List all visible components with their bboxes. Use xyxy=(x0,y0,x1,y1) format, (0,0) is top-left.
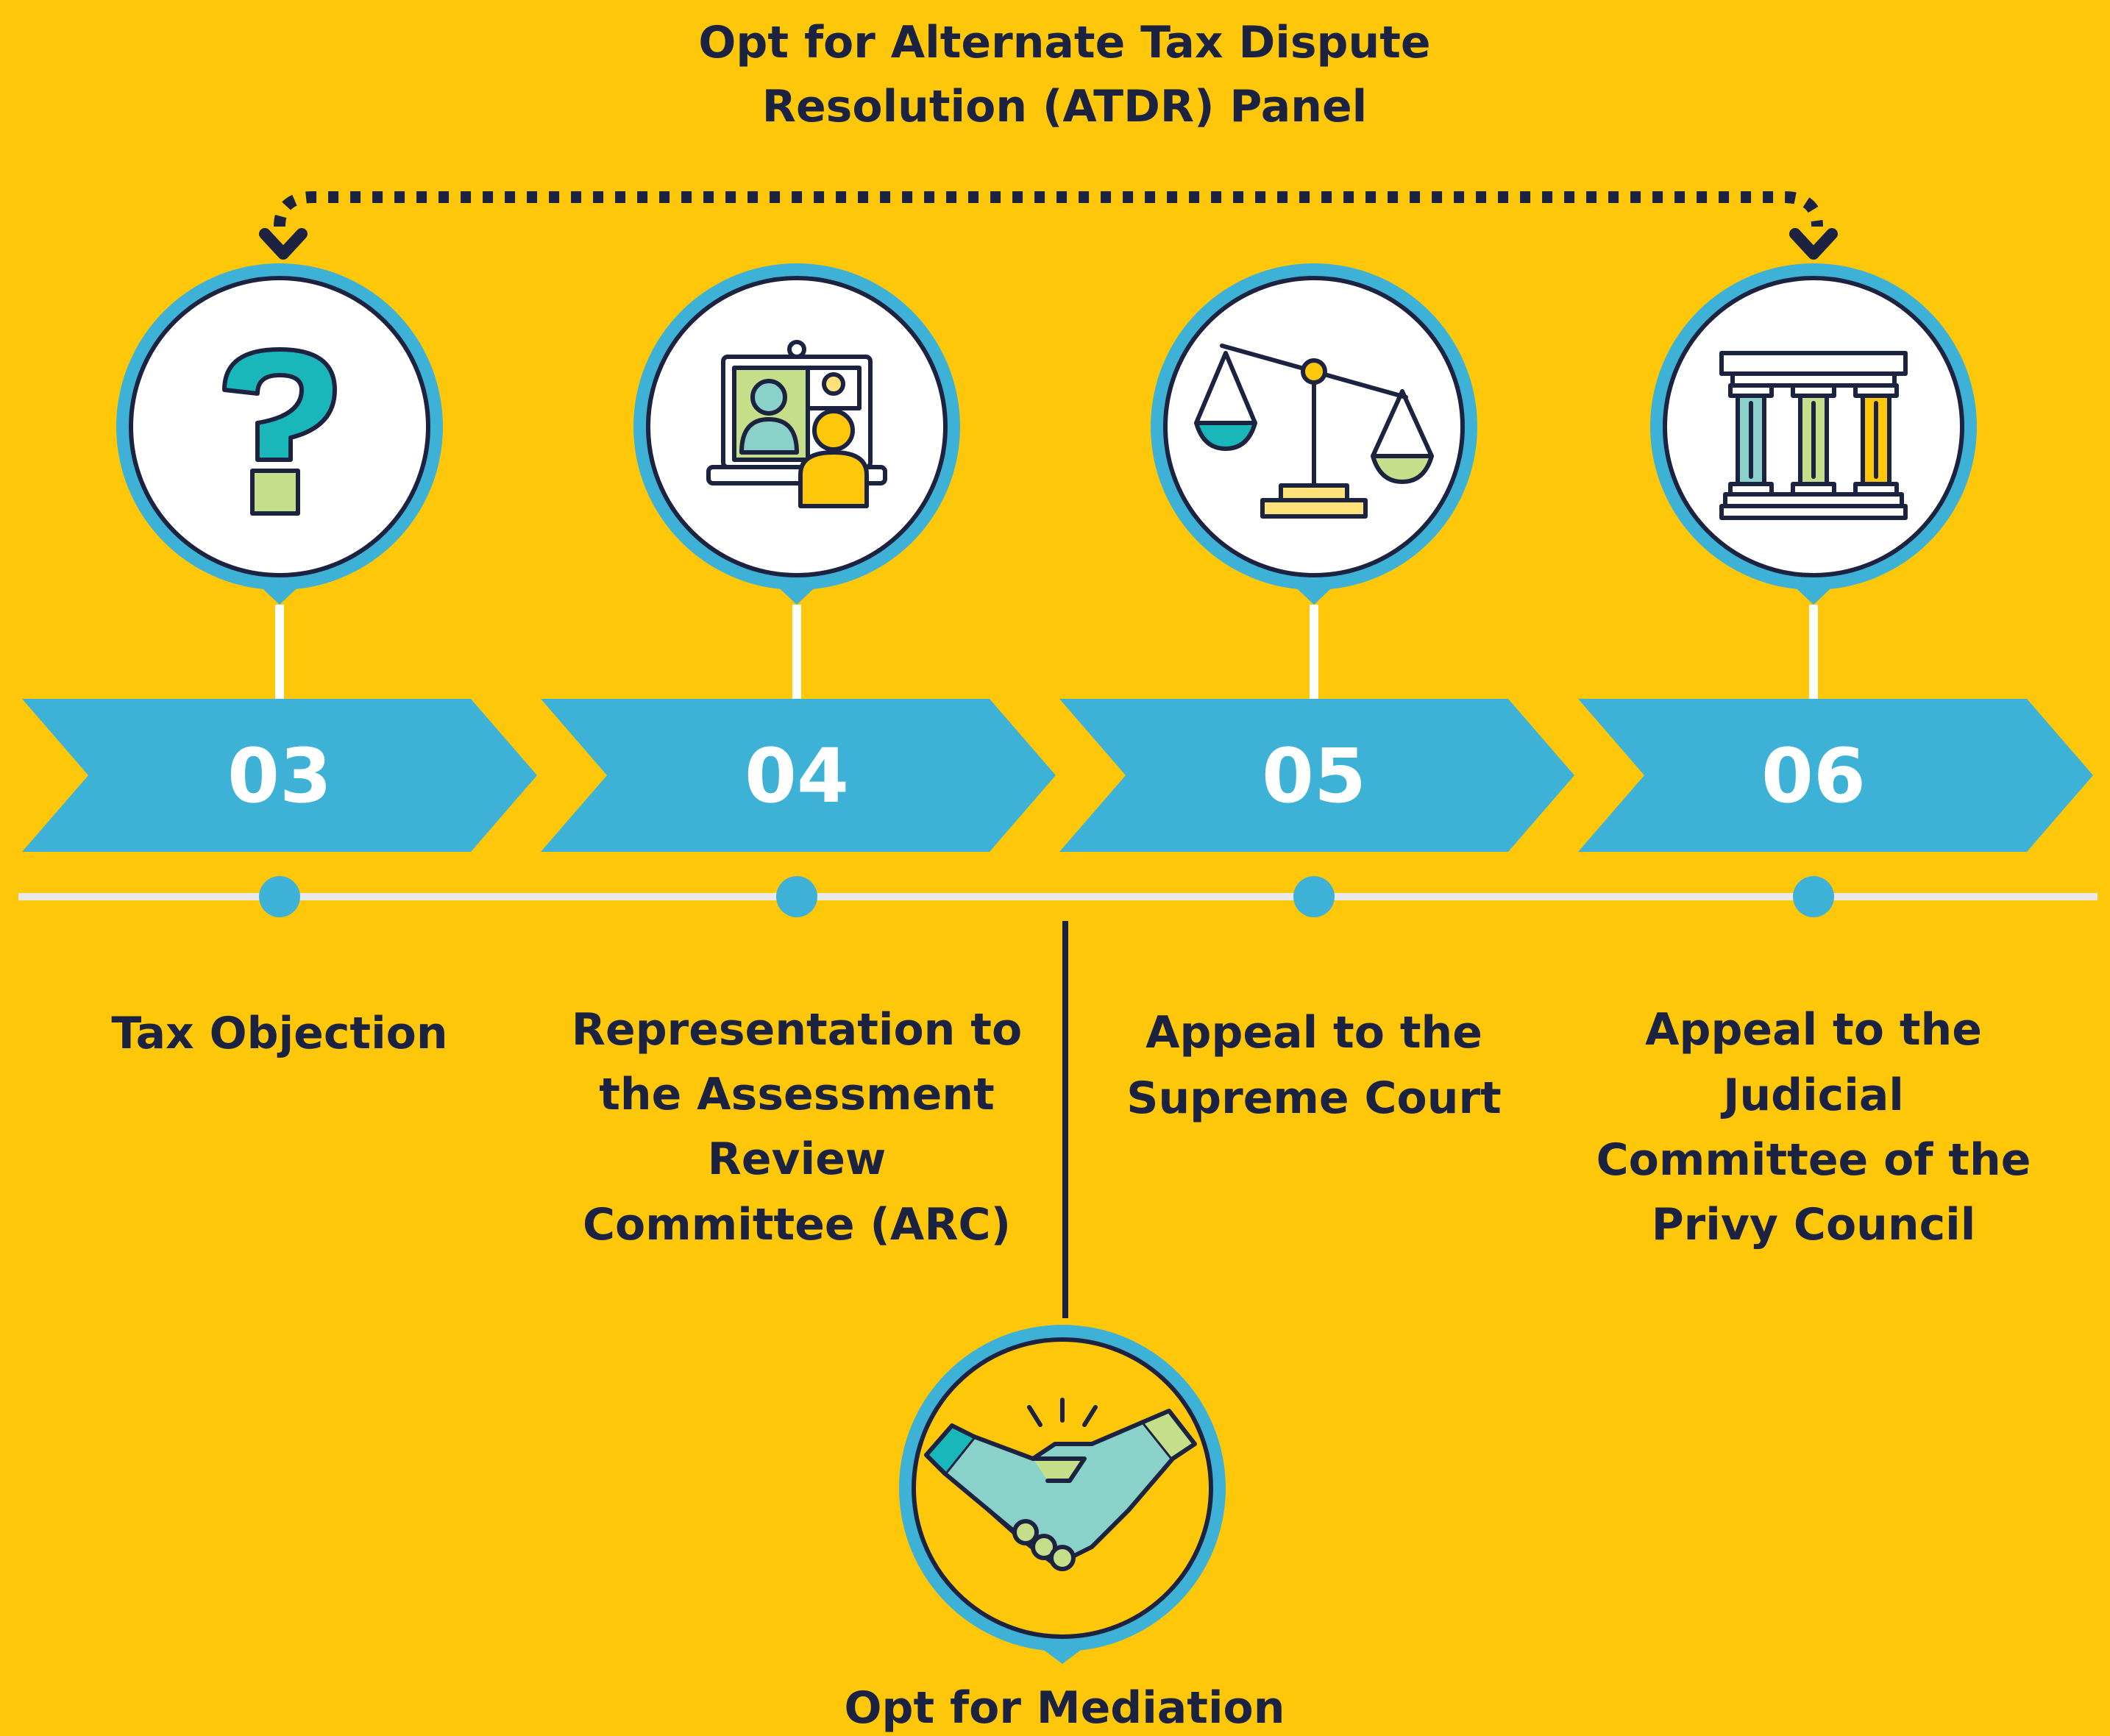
step-label-line: Judicial xyxy=(1720,1070,1904,1121)
timeline-dot xyxy=(259,876,300,917)
arrow-down-left-icon xyxy=(259,228,308,260)
pin-tip xyxy=(770,580,823,605)
courthouse-columns-icon xyxy=(1719,351,1908,520)
step-label-line: Committee (ARC) xyxy=(583,1199,1011,1251)
step-number: 05 xyxy=(1262,733,1366,820)
step-chevron xyxy=(1578,699,2093,852)
step-label-line: Appeal to the xyxy=(1145,1007,1482,1059)
step-chevron xyxy=(1059,699,1574,852)
timeline-line xyxy=(18,893,2097,900)
step-label-line: Tax Objection xyxy=(111,1008,447,1059)
pin-connector xyxy=(275,605,284,699)
step-chevron xyxy=(541,699,1056,852)
step-label-line: Review xyxy=(708,1134,887,1185)
timeline-dot xyxy=(776,876,817,917)
atdr-title-line-2: Resolution (ATDR) Panel xyxy=(762,81,1367,132)
mediation-divider xyxy=(1062,921,1068,1318)
step-number: 03 xyxy=(227,733,332,820)
step-chevron xyxy=(22,699,537,852)
handshake-icon xyxy=(924,1398,1197,1571)
video-conference-icon xyxy=(706,340,887,508)
mediation-label: Opt for Mediation xyxy=(845,1682,1285,1734)
atdr-title-line-1: Opt for Alternate Tax Dispute xyxy=(698,17,1430,68)
pin-connector xyxy=(1310,605,1318,699)
step-number: 06 xyxy=(1761,733,1866,820)
mediation-node xyxy=(899,1325,1226,1664)
arrow-down-right-icon xyxy=(1789,228,1838,260)
step-label-line: Supreme Court xyxy=(1126,1072,1502,1124)
step-label-line: Representation to xyxy=(572,1004,1022,1056)
timeline-dot xyxy=(1793,876,1834,917)
atdr-connector xyxy=(259,191,1838,260)
step-label-line: the Assessment xyxy=(599,1069,995,1120)
timeline-dot xyxy=(1293,876,1335,917)
pin-tip xyxy=(253,580,306,605)
pin-tip xyxy=(1287,580,1340,605)
step-label-line: Appeal to the xyxy=(1645,1004,1982,1056)
step-label-line: Committee of the xyxy=(1596,1134,2031,1186)
step-label-line: Privy Council xyxy=(1652,1199,1976,1251)
pin-connector xyxy=(792,605,801,699)
pin-connector xyxy=(1809,605,1818,699)
balance-scale-icon xyxy=(1194,344,1434,519)
question-mark-icon xyxy=(222,347,337,516)
pin-tip xyxy=(1787,580,1840,605)
step-number: 04 xyxy=(745,733,849,820)
